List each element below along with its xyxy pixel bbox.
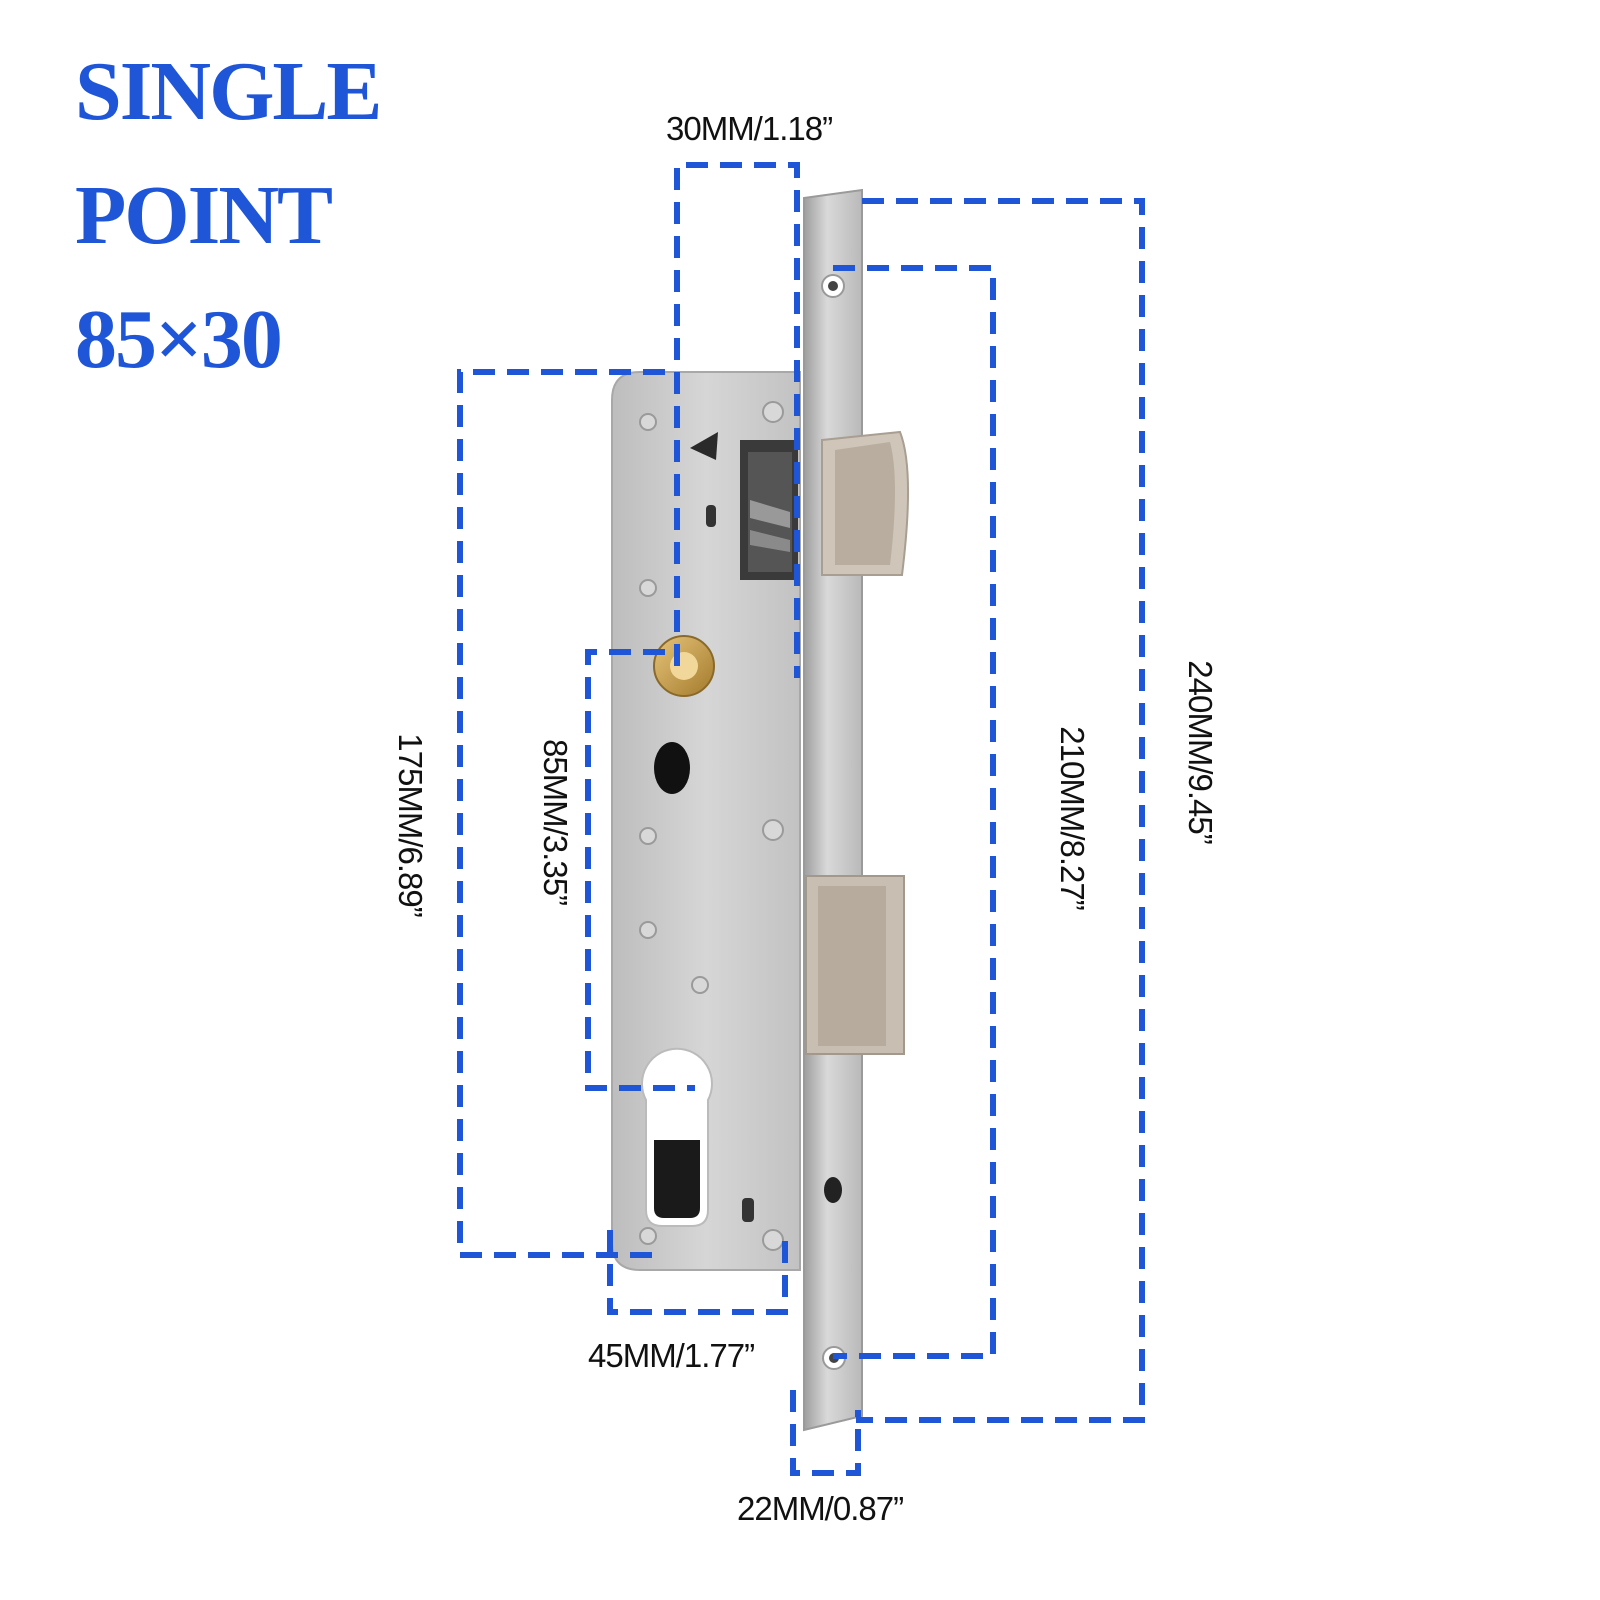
dim-label-case-height: 175MM/6.89”	[392, 733, 429, 917]
dim-label-faceplate-height: 240MM/9.45”	[1182, 660, 1219, 844]
oval-hole	[654, 742, 690, 794]
dim-label-center-distance: 85MM/3.35”	[537, 738, 574, 906]
faceplate	[803, 188, 863, 1432]
dim-line-center	[585, 649, 695, 1091]
dim-line-faceplate-width	[790, 1390, 861, 1476]
dim-line-faceplate-height	[856, 198, 1145, 1423]
dim-label-screw-distance: 210MM/8.27”	[1054, 726, 1091, 910]
faceplate-slot	[824, 1177, 842, 1203]
case-screws	[639, 401, 784, 1251]
dim-line-screw	[833, 265, 996, 1359]
dim-line-case-height	[457, 369, 665, 1258]
title-line-3: 85×30	[75, 293, 283, 386]
dim-line-case-depth	[607, 1230, 788, 1315]
dim-label-backset: 30MM/1.18”	[666, 110, 833, 147]
dim-line-backset	[674, 162, 800, 678]
dimension-lines	[457, 162, 1145, 1476]
dim-label-faceplate-width: 22MM/0.87”	[737, 1490, 904, 1527]
product-title: SINGLE POINT 85×30	[75, 30, 382, 402]
title-line-1: SINGLE	[75, 45, 382, 138]
title-line-2: POINT	[75, 169, 333, 262]
dim-label-case-depth: 45MM/1.77”	[588, 1337, 755, 1374]
